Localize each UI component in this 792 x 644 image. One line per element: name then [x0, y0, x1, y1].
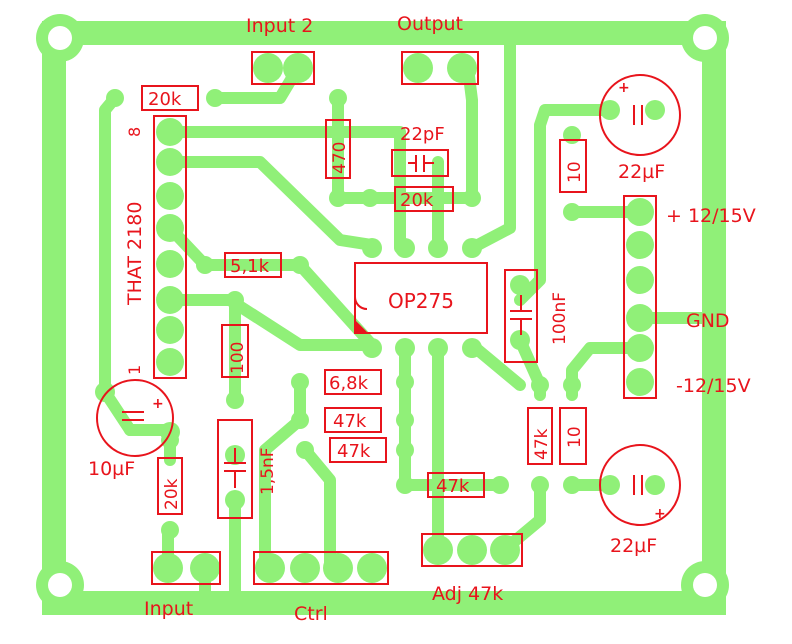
label-minus-supply: -12/15V	[676, 375, 751, 397]
value-r-47k-b: 47k	[337, 441, 371, 462]
ctrl-connector	[253, 551, 389, 585]
board-labels: Input 2 Output Input Ctrl Adj 47k GND + …	[88, 13, 756, 625]
value-c-10uf: 10µF	[88, 458, 135, 480]
value-c-22uf-bot: 22µF	[610, 535, 657, 557]
c-15nf	[217, 419, 253, 519]
label-gnd: GND	[686, 310, 730, 332]
label-ctrl: Ctrl	[294, 603, 328, 625]
value-r-51k: 5,1k	[230, 256, 270, 277]
value-c-100nf: 100nF	[550, 292, 570, 345]
drill-holes	[48, 26, 717, 597]
label-output: Output	[397, 13, 463, 35]
label-op275: OP275	[388, 289, 454, 313]
output-connector	[401, 51, 479, 85]
input2-connector	[251, 51, 315, 85]
supply-header	[623, 195, 657, 399]
value-r-100: 100	[228, 342, 248, 374]
trace-pin8	[164, 126, 406, 166]
value-r-470: 470	[330, 142, 350, 174]
value-r-10-bot: 10	[565, 426, 585, 448]
r-100	[221, 324, 249, 378]
svg-text:+: +	[618, 80, 630, 96]
trace-output	[466, 34, 516, 254]
value-c-22pf: 22pF	[400, 124, 445, 145]
silkscreen-layer	[96, 51, 681, 585]
label-input2: Input 2	[246, 15, 313, 37]
value-r-47k-h: 47k	[436, 476, 470, 497]
value-c-15nf: 1,5nF	[258, 447, 278, 495]
op275-notch	[354, 296, 368, 310]
r-51k	[224, 252, 282, 278]
c-100nf	[504, 269, 538, 363]
r-10-top	[559, 139, 587, 193]
r-fb	[394, 186, 454, 212]
pads-layer	[36, 14, 729, 609]
c-22pf	[391, 149, 449, 177]
label-adj: Adj 47k	[432, 583, 503, 605]
that2180-chip	[153, 115, 187, 379]
trace-51k	[164, 222, 378, 351]
trace-adj	[504, 479, 546, 551]
r-68k	[324, 369, 382, 395]
r-10-bot	[559, 407, 587, 465]
label-pin1: 1	[125, 365, 144, 375]
value-r-47k-a: 47k	[333, 411, 367, 432]
c-22uf-top	[599, 74, 681, 156]
value-r-fb: 20k	[400, 190, 434, 211]
input-connector	[151, 551, 221, 585]
trace-ctrl-2	[259, 414, 306, 574]
r-47k-b	[329, 437, 387, 463]
value-r-10-top: 10	[565, 161, 585, 183]
c-10uf	[96, 379, 174, 457]
label-that2180: THAT 2180	[124, 202, 146, 306]
r-47k-h	[427, 472, 485, 498]
r-47k-a	[324, 407, 382, 433]
value-r-in: 20k	[162, 478, 182, 510]
value-r-top: 20k	[148, 89, 182, 110]
svg-text:+: +	[152, 396, 164, 412]
label-plus-supply: + 12/15V	[666, 205, 756, 227]
trace-output-fb	[462, 62, 478, 206]
r-in	[157, 457, 183, 515]
value-c-22uf-top: 22µF	[618, 161, 665, 183]
adj-connector	[421, 533, 523, 567]
value-r-47k-v: 47k	[532, 428, 552, 460]
trace-supply-top	[514, 104, 616, 306]
r-47k-v	[527, 407, 553, 465]
label-input: Input	[144, 598, 193, 620]
c-22uf-bot	[599, 444, 681, 526]
r-top	[141, 85, 199, 111]
trace-diag-1	[164, 156, 378, 251]
trace-pin-opamp	[164, 294, 378, 351]
copper-layer	[42, 21, 726, 615]
op275-pin1-marker	[355, 320, 368, 333]
value-r-68k: 6,8k	[329, 373, 369, 394]
trace-ctrl-3	[299, 444, 336, 574]
svg-text:+: +	[654, 506, 666, 522]
label-pin8: 8	[125, 127, 144, 137]
r-470	[325, 119, 351, 179]
